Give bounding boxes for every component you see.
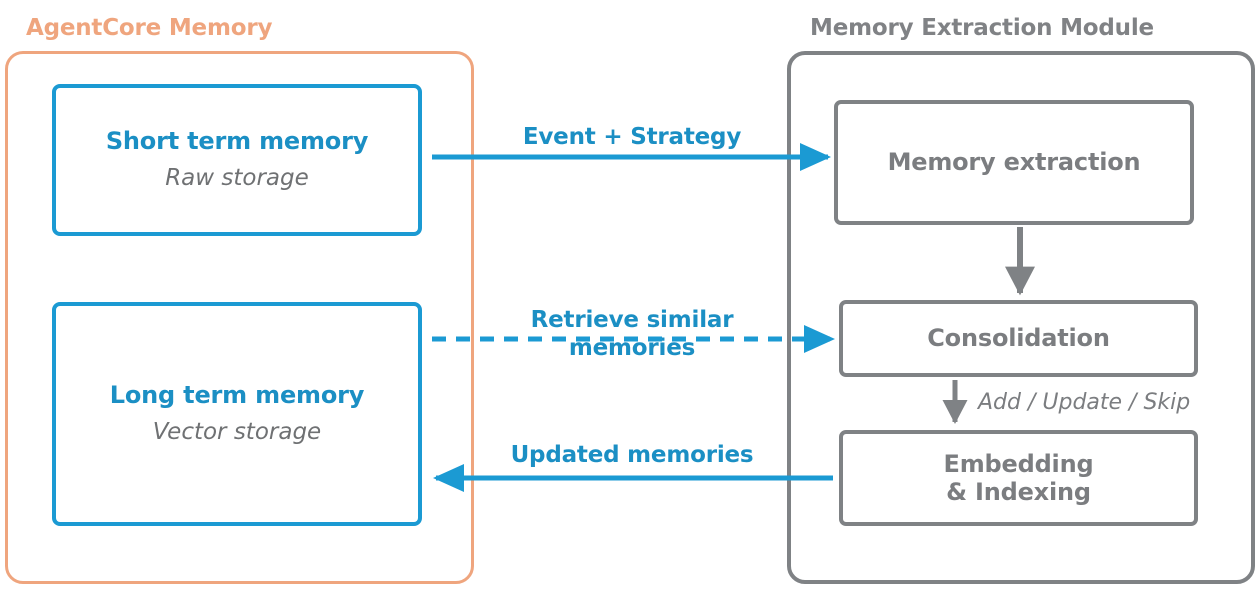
retrieve-similar-memories-connector-label: Retrieve similar memories: [530, 307, 734, 362]
short-term-memory-title: Short term memory: [105, 127, 369, 156]
short-term-memory-subtitle: Raw storage: [165, 165, 309, 192]
updated-memories-connector-label: Updated memories: [510, 442, 754, 468]
memory-extraction-module-container: [787, 51, 1255, 584]
long-term-memory-title: Long term memory: [109, 381, 365, 410]
event-strategy-connector-label: Event + Strategy: [522, 124, 742, 150]
consolidation-box[interactable]: Consolidation: [839, 300, 1198, 377]
long-term-memory-subtitle: Vector storage: [152, 419, 322, 446]
short-term-memory-card[interactable]: Short term memory Raw storage: [52, 84, 422, 236]
memory-extraction-module-title: Memory Extraction Module: [810, 15, 1154, 41]
agentcore-memory-container: [5, 51, 474, 584]
long-term-memory-card[interactable]: Long term memory Vector storage: [52, 302, 422, 526]
embedding-indexing-label: Embedding & Indexing: [943, 449, 1094, 506]
memory-extraction-box[interactable]: Memory extraction: [834, 100, 1194, 225]
add-update-skip-label: Add / Update / Skip: [978, 390, 1191, 415]
memory-extraction-label: Memory extraction: [887, 148, 1141, 177]
embedding-indexing-box[interactable]: Embedding & Indexing: [839, 430, 1198, 526]
agentcore-memory-title: AgentCore Memory: [26, 15, 273, 41]
consolidation-label: Consolidation: [927, 324, 1110, 353]
